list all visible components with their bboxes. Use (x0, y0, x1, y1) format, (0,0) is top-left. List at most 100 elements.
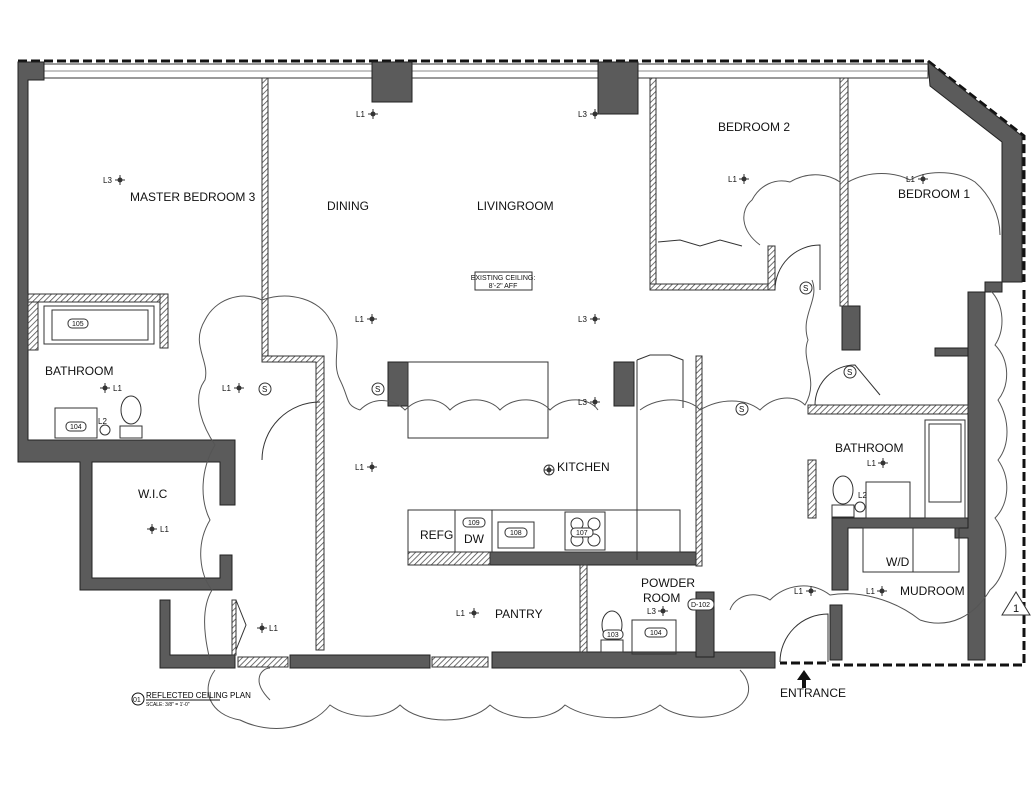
room-label-pantry: PANTRY (495, 607, 543, 621)
svg-text:L2: L2 (858, 491, 867, 500)
svg-text:L1: L1 (269, 624, 278, 633)
fixture-l3: L3 (578, 108, 601, 120)
svg-text:S: S (739, 405, 744, 414)
revision-triangle: 1 (1001, 591, 1031, 616)
room-label-kitchen: KITCHEN (557, 460, 610, 474)
room-label-mudroom: MUDROOM (900, 584, 965, 598)
room-label-wic: W.I.C (138, 487, 168, 501)
tag: 107 (570, 527, 594, 538)
svg-text:104: 104 (70, 424, 82, 431)
svg-text:L1: L1 (906, 175, 915, 184)
tag: 105 (67, 318, 89, 329)
light-fixtures: L3 L1 L3 L1 L1 L1 L3 L3 L1 L1 L2 L1 L1 L… (98, 108, 929, 634)
svg-text:S: S (847, 368, 852, 377)
svg-text:L3: L3 (103, 176, 112, 185)
room-label-bedroom-2: BEDROOM 2 (718, 120, 790, 134)
walls (17, 60, 1023, 669)
room-label-livingroom: LIVINGROOM (477, 199, 554, 213)
room-label-master-bedroom: MASTER BEDROOM 3 (130, 190, 256, 204)
room-label-dining: DINING (327, 199, 369, 213)
svg-text:103: 103 (607, 632, 619, 639)
fixture-l1: L1 (728, 173, 750, 185)
window-wall (39, 63, 929, 79)
svg-text:L1: L1 (794, 587, 803, 596)
svg-text:107: 107 (576, 530, 588, 537)
svg-text:L1: L1 (728, 175, 737, 184)
fixture-kitchen (543, 464, 555, 476)
fixture-l1: L1 (794, 585, 817, 597)
fixture-l1: L1 (256, 622, 278, 634)
svg-text:L3: L3 (578, 315, 587, 324)
tag: 109 (462, 517, 486, 528)
hatched-partitions (27, 77, 969, 668)
svg-text:104: 104 (650, 630, 662, 637)
svg-text:8'-2" AFF: 8'-2" AFF (489, 283, 518, 290)
fixture-l3: L3 (647, 605, 669, 617)
svg-text:L1: L1 (355, 463, 364, 472)
tag: D-102 (687, 598, 715, 611)
svg-text:109: 109 (468, 520, 480, 527)
fixture-l1: L1 (906, 173, 929, 185)
fixture-l1: L1 (146, 523, 169, 535)
svg-text:L3: L3 (578, 398, 587, 407)
room-label-bedroom-1: BEDROOM 1 (898, 187, 970, 201)
svg-text:L1: L1 (222, 384, 231, 393)
tag: 103 (602, 629, 624, 640)
svg-text:S: S (262, 385, 267, 394)
svg-text:S: S (375, 385, 380, 394)
tag: 104 (644, 627, 668, 638)
svg-text:L2: L2 (98, 417, 107, 426)
svg-text:L1: L1 (456, 609, 465, 618)
room-label-bathroom-right: BATHROOM (835, 441, 903, 455)
switch-icon: S (735, 402, 749, 416)
fixture-l1: L1 (866, 585, 888, 597)
switches: S S S S S (258, 281, 857, 416)
svg-text:D-102: D-102 (691, 602, 710, 609)
fixture-l3: L3 (103, 174, 126, 186)
fixtures-outlines (43, 239, 966, 655)
ceiling-note: EXISTING CEILING: 8'-2" AFF (471, 271, 536, 291)
entrance-arrow-icon (797, 670, 811, 688)
equipment-tags: 105 104 109 108 107 103 104 D-102 (65, 318, 715, 640)
svg-text:S: S (803, 284, 808, 293)
switch-icon: S (371, 382, 385, 396)
appliance-dw: DW (464, 532, 485, 546)
svg-text:L3: L3 (647, 607, 656, 616)
room-label-powder-2: ROOM (643, 591, 680, 605)
switch-icon: S (258, 382, 272, 396)
revision-clouds (198, 172, 1008, 729)
switch-icon: S (799, 281, 813, 295)
room-label-powder-1: POWDER (641, 576, 695, 590)
door-swings (235, 244, 881, 663)
svg-text:108: 108 (510, 530, 522, 537)
fixture-l2: L2 (98, 417, 111, 436)
svg-text:L1: L1 (867, 459, 876, 468)
svg-text:L1: L1 (356, 110, 365, 119)
fixture-l1: L1 (867, 457, 889, 469)
fixture-l3: L3 (578, 313, 601, 325)
svg-text:L1: L1 (355, 315, 364, 324)
fixture-l3: L3 (578, 396, 601, 408)
switch-icon: S (843, 365, 857, 379)
svg-text:L1: L1 (160, 525, 169, 534)
room-label-bathroom-master: BATHROOM (45, 364, 113, 378)
svg-text:EXISTING CEILING:: EXISTING CEILING: (471, 275, 536, 282)
svg-text:105: 105 (72, 321, 84, 328)
fixture-l1: L1 (99, 382, 122, 394)
tag: 108 (504, 527, 528, 538)
fixture-l1: L1 (356, 108, 379, 120)
svg-text:L3: L3 (578, 110, 587, 119)
fixture-l1: L1 (355, 461, 378, 473)
appliance-refg: REFG (420, 528, 453, 542)
exterior-boundary (18, 59, 1026, 667)
tag: 104 (65, 421, 87, 432)
fixture-l1: L1 (222, 382, 245, 394)
drawing-scale: SCALE: 3/8" = 1'-0" (146, 702, 190, 708)
room-label-entrance: ENTRANCE (780, 686, 846, 700)
drawing-title: REFLECTED CEILING PLAN (146, 691, 251, 700)
title-block: 01 REFLECTED CEILING PLAN SCALE: 3/8" = … (131, 691, 251, 708)
svg-text:01: 01 (133, 697, 141, 704)
fixture-l1: L1 (456, 607, 480, 619)
svg-text:L1: L1 (113, 384, 122, 393)
